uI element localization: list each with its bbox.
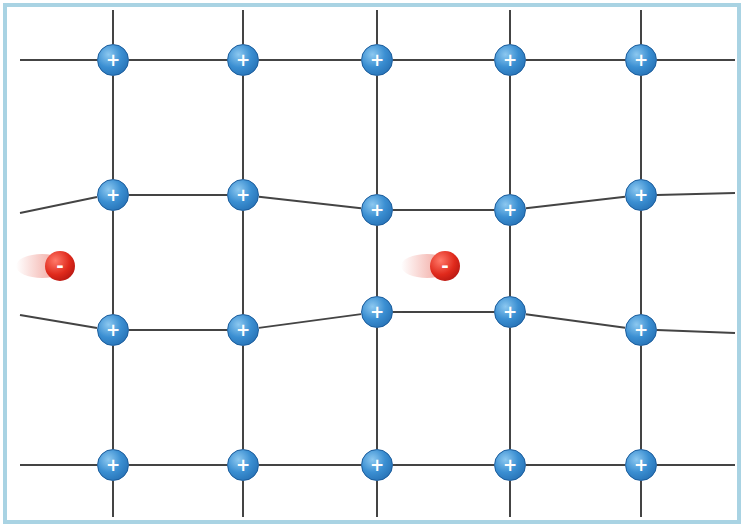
charge-sign: +: [106, 52, 120, 69]
lattice-stub-lines: [20, 10, 735, 517]
ion-particle: +: [625, 179, 657, 211]
lattice-bond: [526, 314, 625, 328]
charge-sign: +: [634, 52, 648, 69]
lattice-bond: [526, 197, 625, 208]
charge-sign: +: [634, 457, 648, 474]
ion-particle: +: [625, 314, 657, 346]
charge-sign: +: [634, 187, 648, 204]
ion-particle: +: [494, 194, 526, 226]
lattice-bond: [242, 346, 244, 449]
lattice-bond: [393, 209, 494, 211]
charge-sign: +: [106, 187, 120, 204]
ion-particle: +: [227, 449, 259, 481]
charge-sign: +: [503, 202, 517, 219]
ion-particle: +: [625, 44, 657, 76]
ion-particle: +: [494, 449, 526, 481]
lattice-bond: [112, 211, 114, 314]
charge-sign: +: [503, 52, 517, 69]
charge-sign: +: [370, 202, 384, 219]
charge-sign: +: [370, 304, 384, 321]
charge-sign: +: [634, 322, 648, 339]
charge-sign: +: [106, 457, 120, 474]
lattice-bond: [526, 59, 625, 61]
ion-particle: +: [494, 44, 526, 76]
lattice-bond: [640, 346, 642, 449]
ion-particle: +: [97, 449, 129, 481]
lattice-bond: [259, 197, 361, 208]
lattice-bond: [376, 328, 378, 449]
ion-particle: +: [227, 44, 259, 76]
ion-particle: +: [361, 194, 393, 226]
ion-particle: +: [361, 44, 393, 76]
lattice-bond: [129, 329, 227, 331]
charge-sign: +: [503, 457, 517, 474]
ion-particle: +: [97, 44, 129, 76]
lattice-bond: [376, 76, 378, 194]
lattice-bond: [259, 464, 361, 466]
lattice-bond: [112, 76, 114, 179]
lattice-bond: [640, 76, 642, 179]
charge-sign: +: [236, 187, 250, 204]
motion-trail: [401, 254, 453, 278]
charge-sign: +: [503, 304, 517, 321]
lattice-bond: [393, 464, 494, 466]
ion-particle: +: [361, 449, 393, 481]
electron-particle: -: [45, 251, 75, 281]
ion-particle: +: [227, 314, 259, 346]
charge-sign: -: [441, 257, 448, 275]
electron-particle: -: [430, 251, 460, 281]
charge-sign: +: [236, 457, 250, 474]
lattice-bond: [242, 211, 244, 314]
ion-particle: +: [227, 179, 259, 211]
charge-sign: +: [236, 52, 250, 69]
lattice-bond: [129, 59, 227, 61]
lattice-bond: [259, 314, 361, 328]
lattice-bond: [526, 464, 625, 466]
ion-particle: +: [361, 296, 393, 328]
lattice-bond: [393, 59, 494, 61]
ion-particle: +: [494, 296, 526, 328]
charge-sign: +: [106, 322, 120, 339]
lattice-bond: [259, 59, 361, 61]
ion-particle: +: [97, 179, 129, 211]
lattice-bond: [112, 346, 114, 449]
charge-sign: +: [370, 52, 384, 69]
lattice-bond: [509, 328, 511, 449]
lattice-bond: [393, 311, 494, 313]
lattice-bond: [509, 226, 511, 296]
lattice-bond: [509, 76, 511, 194]
lattice-bond: [242, 76, 244, 179]
motion-trail: [16, 254, 68, 278]
lattice-bond: [129, 194, 227, 196]
ion-particle: +: [97, 314, 129, 346]
lattice-bond: [129, 464, 227, 466]
charge-sign: +: [236, 322, 250, 339]
charge-sign: +: [370, 457, 384, 474]
charge-sign: -: [56, 257, 63, 275]
ion-particle: +: [625, 449, 657, 481]
lattice-bond: [640, 211, 642, 314]
lattice-bond: [376, 226, 378, 296]
